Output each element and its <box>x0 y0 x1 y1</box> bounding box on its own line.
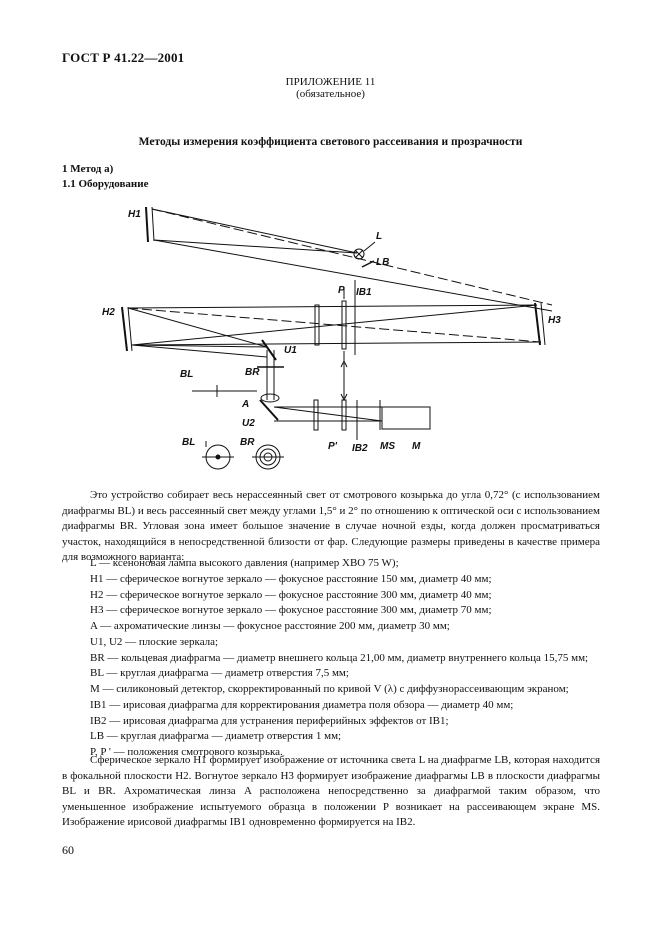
legend-item: U1, U2 — плоские зеркала; <box>90 635 219 648</box>
legend-item: BL — круглая диафрагма — диаметр отверст… <box>90 667 349 680</box>
label-u1: U1 <box>284 345 297 356</box>
annex-title: ПРИЛОЖЕНИЕ 11 <box>285 76 376 88</box>
legend-item: L — ксеноновая лампа высокого давления (… <box>90 557 399 569</box>
label-p-prime: P' <box>328 441 338 452</box>
legend-item: IB2 — ирисовая диафрагма для устранения … <box>90 714 449 727</box>
label-br-view: BR <box>240 437 255 448</box>
heading-equipment: 1.1 Оборудование <box>62 178 149 190</box>
label-l: L <box>376 231 382 242</box>
mirror-h1 <box>145 206 155 243</box>
label-h2: H2 <box>102 307 115 318</box>
legend-item: H3 — сферическое вогнутое зеркало — фоку… <box>90 604 492 617</box>
label-h1: H1 <box>128 209 141 220</box>
label-p: P <box>338 285 345 296</box>
section-title: Методы измерения коэффициента светового … <box>138 136 523 148</box>
label-u2: U2 <box>242 418 255 429</box>
label-bl-view: BL <box>182 437 195 448</box>
document-header: ГОСТ Р 41.22—2001 <box>62 50 185 65</box>
legend-item: M — силиконовый детектор, скорректирован… <box>90 683 569 695</box>
label-ib2: IB2 <box>352 443 368 454</box>
annex-subtitle: (обязательное) <box>296 88 365 100</box>
description-paragraph: Сферическое зеркало H1 формирует изображ… <box>62 754 600 828</box>
legend-item: IB1 — ирисовая диафрагма для корректиров… <box>90 698 514 711</box>
legend-item: P, P ' — положения смотрового козырька. <box>90 746 283 758</box>
label-ms: MS <box>380 441 395 452</box>
legend-item: H2 — сферическое вогнутое зеркало — фоку… <box>90 588 492 601</box>
label-bl: BL <box>180 369 193 380</box>
label-lb: LB <box>376 257 389 268</box>
label-h3: H3 <box>548 315 561 326</box>
optical-setup-diagram: H1 L LB P IB1 H2 H3 U1 BR BL A U2 P' IB2… <box>102 206 561 470</box>
legend-list: L — ксеноновая лампа высокого давления (… <box>90 556 588 761</box>
legend-item: H1 — сферическое вогнутое зеркало — фоку… <box>90 572 492 585</box>
label-a: A <box>241 399 249 410</box>
specimen-p <box>314 287 347 361</box>
label-m: M <box>412 441 421 452</box>
diaphragm-br-view <box>252 444 284 470</box>
mirror-h2 <box>121 306 133 352</box>
heading-method: 1 Метод а) <box>62 163 114 175</box>
intro-paragraph: Это устройство собирает весь нерассеянны… <box>62 489 600 563</box>
page-number: 60 <box>62 843 74 857</box>
legend-item: A — ахроматические линзы — фокусное расс… <box>90 620 450 632</box>
label-ib1: IB1 <box>356 287 372 298</box>
legend-item: BR — кольцевая диафрагма — диаметр внешн… <box>90 651 589 664</box>
label-br: BR <box>245 367 260 378</box>
lamp-l <box>353 241 376 260</box>
diaphragm-bl-view <box>202 441 234 470</box>
mirror-h3 <box>534 302 546 346</box>
legend-item: LB — круглая диафрагма — диаметр отверст… <box>90 730 342 743</box>
